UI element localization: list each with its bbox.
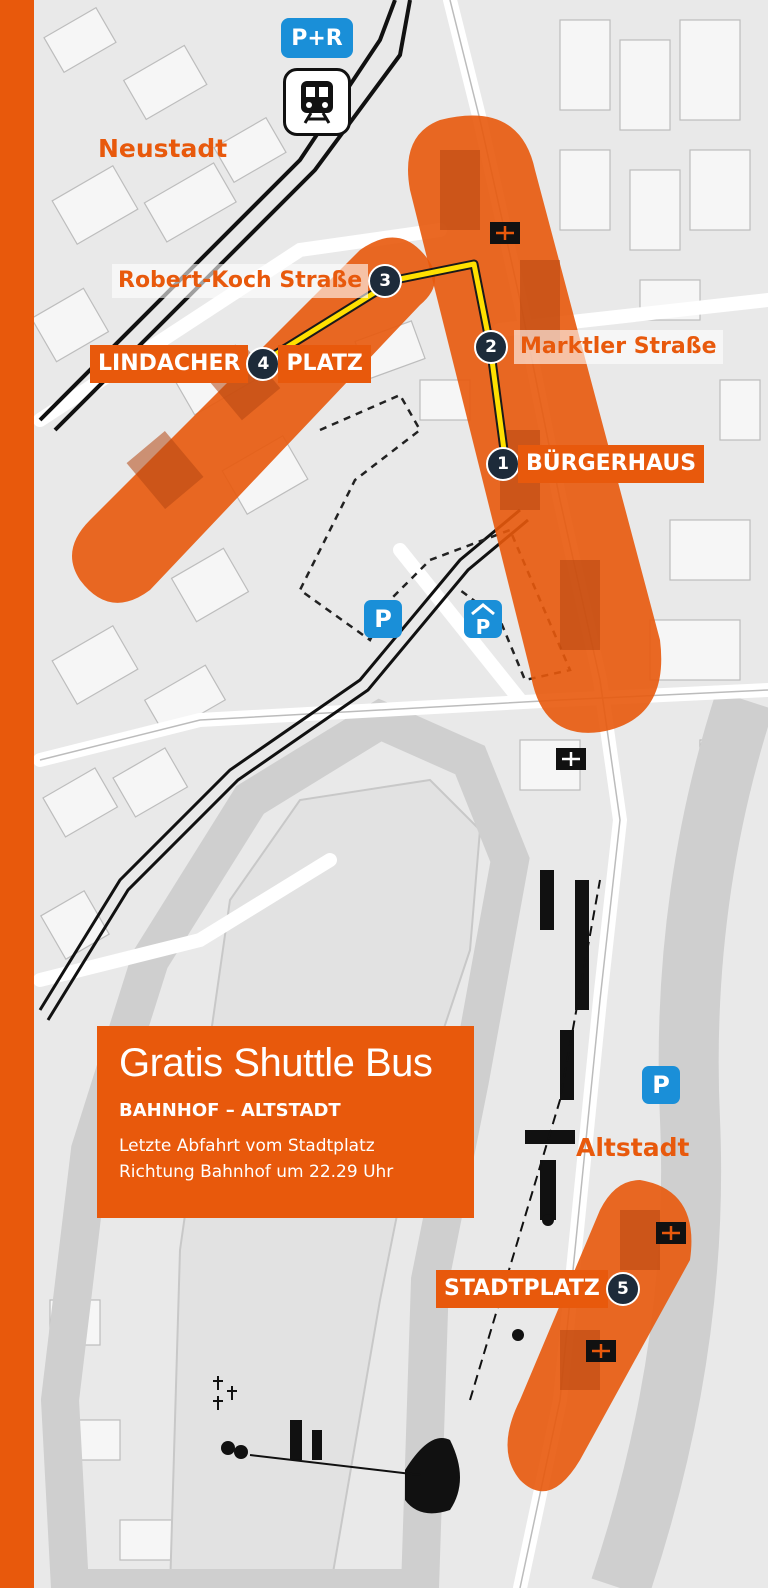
church-icon <box>586 1340 616 1362</box>
stop-lindacher-platz[interactable]: LINDACHER 4 PLATZ <box>90 345 371 383</box>
stop-marktler-strasse[interactable]: 2 Marktler Straße <box>474 328 723 366</box>
parking-label-2: P <box>476 615 491 636</box>
church-icon <box>490 222 520 244</box>
district-label-neustadt: Neustadt <box>98 134 228 163</box>
stop-3-number: 3 <box>368 264 403 298</box>
train-station-icon <box>283 68 351 136</box>
church-icon <box>556 748 586 770</box>
parking-icon: P <box>364 600 402 638</box>
stop-4-label-left: LINDACHER <box>90 345 249 383</box>
cemetery-cross-icon <box>213 1376 237 1410</box>
shuttle-route <box>261 261 509 466</box>
zone-lindacher <box>72 237 435 603</box>
stop-stadtplatz[interactable]: STADTPLATZ 5 <box>436 1270 640 1308</box>
stop-5-number: 5 <box>605 1272 640 1306</box>
train-icon-glyph <box>301 81 333 124</box>
parking-label-1: P <box>374 605 392 633</box>
parking-label-3: P <box>652 1071 670 1099</box>
park-and-ride-badge: P+R <box>281 18 353 58</box>
shuttle-route: BAHNHOF – ALTSTADT <box>119 1100 341 1121</box>
stop-1-number: 1 <box>486 447 520 481</box>
church-icon <box>656 1222 686 1244</box>
stop-2-label: Marktler Straße <box>514 330 723 364</box>
stop-4-label-right: PLATZ <box>278 345 371 383</box>
parking-icon-altstadt: P <box>642 1066 680 1104</box>
river <box>40 698 530 1588</box>
stop-1-label: BÜRGERHAUS <box>518 445 705 483</box>
shuttle-note-line-2: Richtung Bahnhof um 22.29 Uhr <box>119 1162 394 1182</box>
parking-garage-icon: P <box>464 600 502 638</box>
stop-buergerhaus[interactable]: 1 BÜRGERHAUS <box>486 445 705 483</box>
stop-5-label: STADTPLATZ <box>436 1270 608 1308</box>
stop-4-number: 4 <box>246 347 281 381</box>
shuttle-title: Gratis Shuttle Bus <box>119 1041 433 1085</box>
shuttle-note: Letzte Abfahrt vom Stadtplatz Richtung B… <box>119 1133 452 1185</box>
stop-robert-koch-strasse[interactable]: Robert-Koch Straße 3 <box>112 262 403 300</box>
left-accent-bar <box>0 0 34 1588</box>
stop-2-number: 2 <box>474 330 508 364</box>
stop-3-label: Robert-Koch Straße <box>112 264 369 298</box>
shuttle-info-box: Gratis Shuttle Bus BAHNHOF – ALTSTADT Le… <box>97 1026 474 1218</box>
shuttle-note-line-1: Letzte Abfahrt vom Stadtplatz <box>119 1136 375 1156</box>
district-label-altstadt: Altstadt <box>576 1133 690 1162</box>
parking-garage-glyph: P <box>471 603 495 636</box>
park-and-ride-label: P+R <box>291 25 343 51</box>
